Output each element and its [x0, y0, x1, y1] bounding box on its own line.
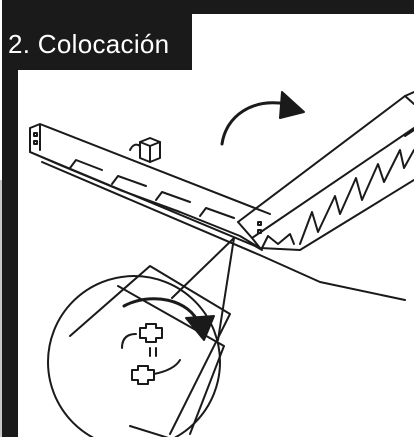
tilted-board — [237, 91, 414, 251]
step-title-box: 2. Colocación — [2, 0, 192, 70]
callout-lines — [171, 237, 235, 341]
rotate-arrow-icon — [220, 91, 305, 146]
rail-tabs — [69, 159, 235, 219]
screw-clip-icon — [121, 323, 181, 385]
base-rail-bottom — [29, 151, 261, 249]
teeth — [299, 149, 414, 245]
clip-bracket — [129, 137, 161, 163]
base-rail — [29, 123, 271, 251]
rail-bottom-edge — [41, 161, 406, 301]
step-title: 2. Colocación — [8, 29, 170, 59]
zoom-detail — [47, 265, 231, 437]
